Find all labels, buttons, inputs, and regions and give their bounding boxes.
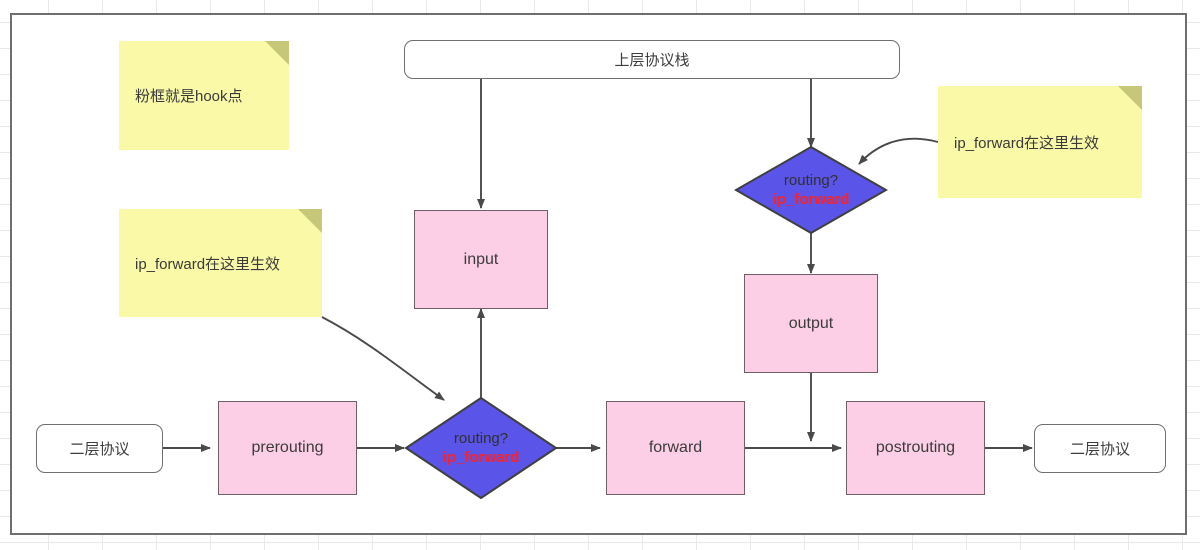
node-postrouting[interactable]: postrouting: [846, 401, 985, 495]
node-input[interactable]: input: [414, 210, 548, 309]
node-upper-protocol-stack-label: 上层协议栈: [614, 52, 690, 69]
sticky-note-ip-forward-right[interactable]: ip_forward在这里生效: [938, 86, 1142, 198]
sticky-note-hook-legend[interactable]: 粉框就是hook点: [119, 41, 289, 150]
diamond-shape: [404, 396, 558, 500]
note-fold-corner: [1118, 86, 1142, 110]
node-l2-protocol-in[interactable]: 二层协议: [36, 424, 163, 473]
edge-note-left-routing: [321, 316, 445, 401]
node-output-label: output: [788, 314, 834, 332]
node-l2-protocol-out-label: 二层协议: [1069, 441, 1130, 458]
node-routing-decision-right[interactable]: routing? ip_forward: [733, 145, 889, 235]
node-l2-protocol-in-label: 二层协议: [69, 441, 130, 458]
sticky-note-hook-legend-label: 粉框就是hook点: [135, 88, 243, 105]
node-input-label: input: [463, 250, 499, 268]
node-l2-protocol-out[interactable]: 二层协议: [1034, 424, 1166, 473]
node-upper-protocol-stack[interactable]: 上层协议栈: [404, 40, 900, 79]
edge-note-right-routing: [858, 137, 939, 165]
node-prerouting[interactable]: prerouting: [218, 401, 357, 495]
node-forward-label: forward: [648, 439, 703, 456]
sticky-note-ip-forward-right-label: ip_forward在这里生效: [954, 134, 1100, 152]
note-fold-corner: [265, 41, 289, 65]
diamond-shape: [733, 145, 889, 235]
sticky-note-ip-forward-left[interactable]: ip_forward在这里生效: [119, 209, 322, 317]
node-routing-decision-left[interactable]: routing? ip_forward: [404, 396, 558, 500]
note-fold-corner: [298, 209, 322, 233]
node-forward[interactable]: forward: [606, 401, 745, 495]
sticky-note-ip-forward-left-label: ip_forward在这里生效: [135, 255, 281, 273]
node-prerouting-label: prerouting: [251, 439, 324, 456]
node-postrouting-label: postrouting: [875, 439, 956, 456]
node-output[interactable]: output: [744, 274, 878, 373]
